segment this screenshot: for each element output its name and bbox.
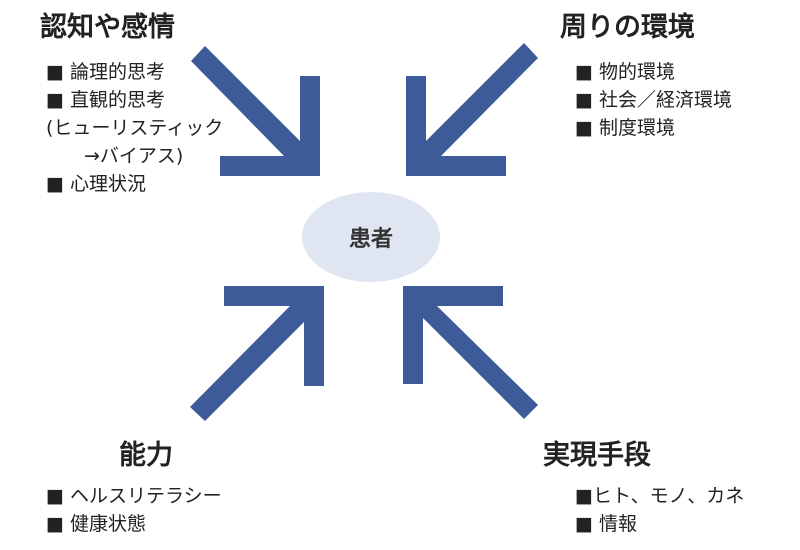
list-ability: ■ ヘルスリテラシー ■ 健康状態 <box>46 482 222 538</box>
list-cognition-emotion: ■ 論理的思考 ■ 直観的思考 (ヒューリスティック →バイアス) ■ 心理状況 <box>46 58 223 198</box>
center-ellipse <box>302 192 440 282</box>
arrow-top-left <box>191 46 320 176</box>
list-item: ■ 情報 <box>575 513 637 535</box>
list-item: (ヒューリスティック <box>46 117 224 139</box>
list-item: ■ 物的環境 <box>575 61 675 83</box>
arrow-bottom-left <box>190 286 324 421</box>
title-ability: 能力 <box>119 440 173 471</box>
center-label: 患者 <box>348 227 393 252</box>
list-surrounding-environment: ■ 物的環境 ■ 社会／経済環境 ■ 制度環境 <box>575 58 732 142</box>
list-item: ■ 健康状態 <box>46 513 146 535</box>
list-item: ■ 論理的思考 <box>46 61 165 83</box>
list-item: ■ ヘルスリテラシー <box>46 485 222 507</box>
list-item: ■ 社会／経済環境 <box>575 89 732 111</box>
title-means-of-realization: 実現手段 <box>543 440 651 471</box>
arrow-top-right <box>406 43 538 176</box>
list-item: ■ 心理状況 <box>46 173 146 195</box>
title-surrounding-environment: 周りの環境 <box>560 12 695 43</box>
list-item: ■ 制度環境 <box>575 117 675 139</box>
arrow-bottom-right <box>403 286 538 419</box>
title-cognition-emotion: 認知や感情 <box>40 12 175 43</box>
list-item: →バイアス) <box>84 145 184 167</box>
list-item: ■ヒト、モノ、カネ <box>575 485 745 507</box>
list-item: ■ 直観的思考 <box>46 89 165 111</box>
list-means-of-realization: ■ヒト、モノ、カネ ■ 情報 <box>575 482 744 538</box>
